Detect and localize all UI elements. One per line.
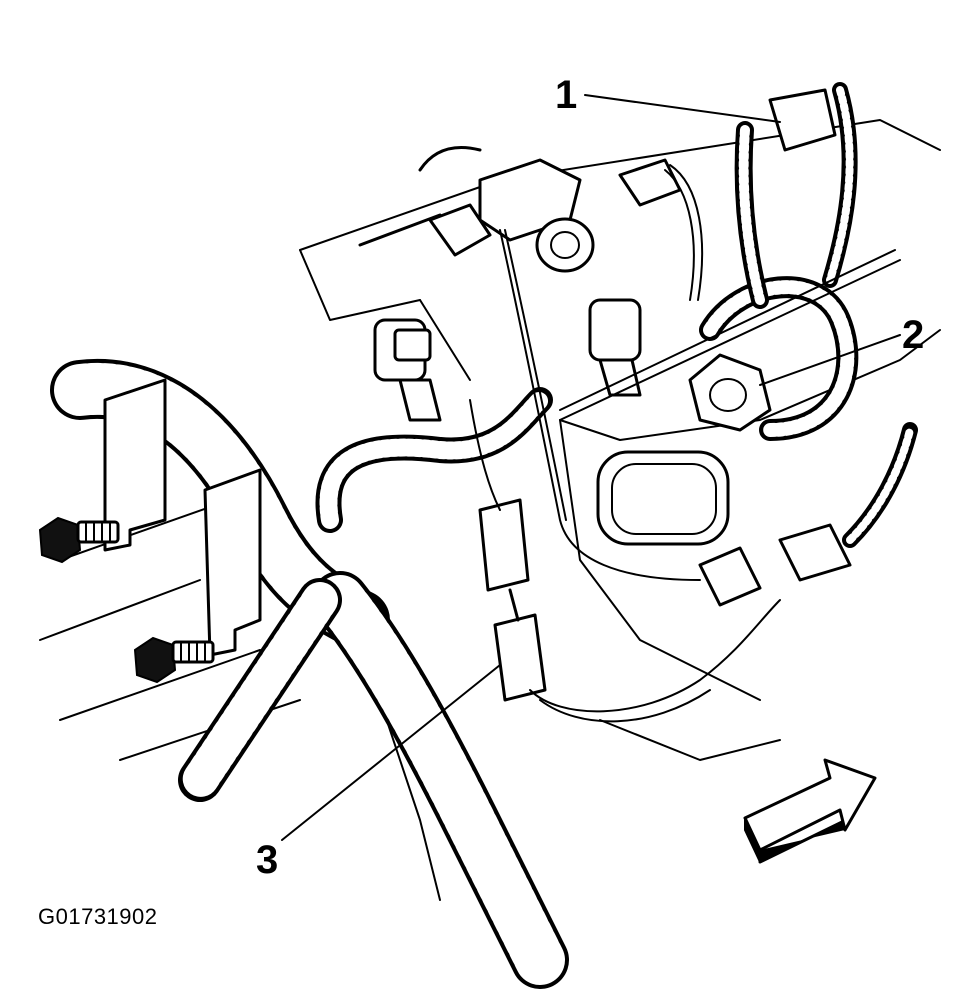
callout-2-label: 2 bbox=[902, 313, 925, 357]
side-connectors bbox=[698, 523, 852, 607]
direction-arrow-icon bbox=[743, 758, 877, 864]
connector-3 bbox=[478, 498, 547, 702]
connector-2 bbox=[688, 353, 772, 432]
throttle-body bbox=[358, 146, 595, 273]
bolt-lower bbox=[133, 636, 215, 684]
engine-body-outline bbox=[39, 119, 941, 901]
callout-leaders bbox=[281, 94, 901, 841]
mounting-brackets bbox=[103, 378, 262, 657]
harness-wires bbox=[469, 164, 901, 723]
harness-conduits bbox=[50, 82, 918, 989]
callout-1-label: 1 bbox=[555, 73, 578, 117]
injector-connectors bbox=[393, 88, 837, 362]
figure-id-label: G01731902 bbox=[38, 904, 158, 929]
bolt-upper bbox=[38, 516, 120, 564]
callout-3-label: 3 bbox=[256, 838, 279, 882]
access-panel bbox=[596, 450, 730, 546]
